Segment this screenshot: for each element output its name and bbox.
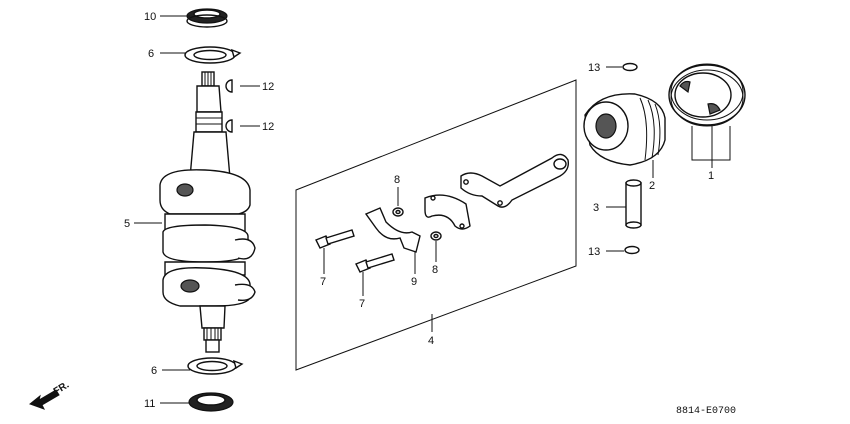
callout-13-lower: 13 xyxy=(588,246,600,258)
callout-4: 4 xyxy=(428,335,434,347)
piston xyxy=(583,93,666,166)
leader-lines xyxy=(134,15,731,404)
callout-12-upper: 12 xyxy=(262,81,274,93)
callout-10: 10 xyxy=(144,11,156,23)
callout-6-bottom: 6 xyxy=(151,365,157,377)
callout-11: 11 xyxy=(144,398,155,410)
washer-upper xyxy=(392,207,404,217)
woodruff-key-upper xyxy=(225,79,233,93)
piston-ring-set xyxy=(668,63,746,127)
piston-pin-clip-lower xyxy=(624,245,640,255)
callout-8-lower: 8 xyxy=(432,264,438,276)
connecting-rod-cap xyxy=(424,194,471,230)
piston-pin xyxy=(625,179,642,229)
front-arrow-icon xyxy=(28,389,60,410)
lock-plate xyxy=(364,207,421,253)
oil-seal-bottom xyxy=(188,392,234,412)
rod-bolt-upper xyxy=(315,229,355,249)
callout-12-lower: 12 xyxy=(262,121,274,133)
crankshaft xyxy=(159,71,256,353)
thrust-washer-bottom xyxy=(187,357,244,375)
callout-labels: 10 6 12 12 5 6 11 8 8 7 7 9 4 13 13 3 2 … xyxy=(124,11,714,410)
thrust-washer-top xyxy=(184,46,242,64)
callout-1: 1 xyxy=(708,170,714,182)
oil-seal-top xyxy=(186,8,228,28)
connecting-rod xyxy=(460,153,570,208)
callout-9: 9 xyxy=(411,276,417,288)
piston-pin-clip-upper xyxy=(622,62,638,72)
woodruff-key-lower xyxy=(225,119,233,133)
washer-lower xyxy=(430,231,442,241)
front-direction-indicator: FR. xyxy=(28,380,71,410)
callout-3: 3 xyxy=(593,202,599,214)
callout-5: 5 xyxy=(124,218,130,230)
callout-13-upper: 13 xyxy=(588,62,600,74)
diagram-reference-code: 8814-E0700 xyxy=(676,406,736,417)
callout-2: 2 xyxy=(649,180,655,192)
callout-8-upper: 8 xyxy=(394,174,400,186)
rod-bolt-lower xyxy=(355,253,395,273)
callout-6-top: 6 xyxy=(148,48,154,60)
callout-7-left: 7 xyxy=(320,276,326,288)
callout-7-right: 7 xyxy=(359,298,365,310)
connecting-rod-assembly-frame xyxy=(295,79,577,371)
